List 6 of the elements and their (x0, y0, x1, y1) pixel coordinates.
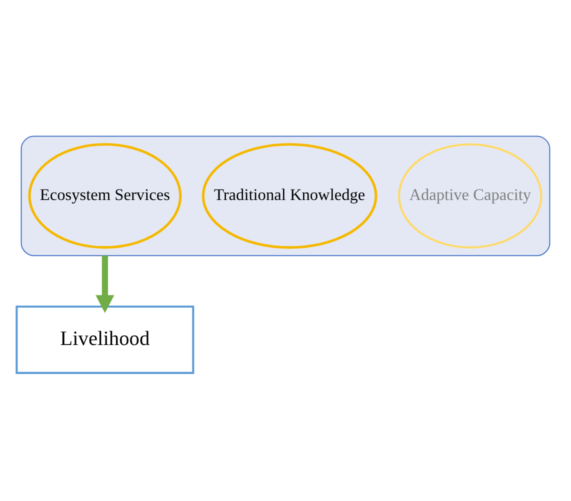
node-ellipse: Traditional Knowledge (202, 143, 378, 249)
node-ellipse: Ecosystem Services (28, 143, 182, 249)
node-ellipse: Adaptive Capacity (398, 143, 542, 248)
arrow (96, 256, 114, 313)
node-box: Livelihood (16, 306, 194, 374)
cluster (20, 136, 550, 256)
